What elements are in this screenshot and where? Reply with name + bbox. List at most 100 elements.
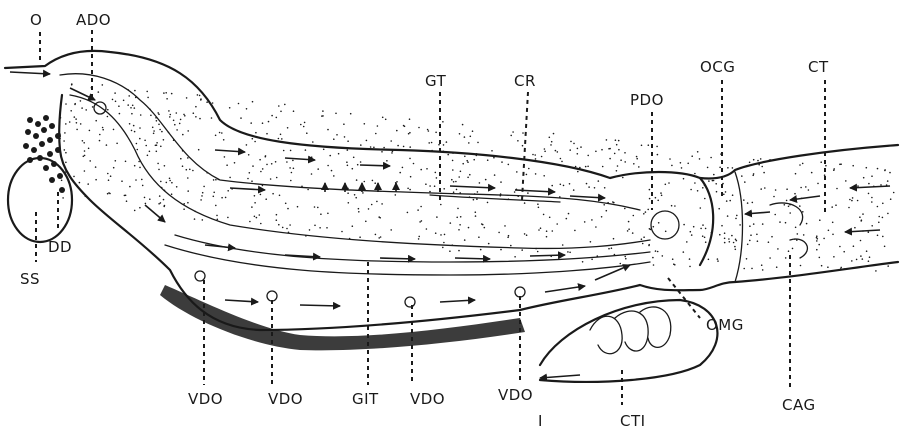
stipple-dot	[314, 225, 316, 227]
stipple-dot	[469, 174, 471, 176]
diagram-labels: O ADO GT CR PDO OCG CT SS DD VDO VDO GIT…	[20, 11, 829, 430]
stipple-dot	[660, 192, 662, 194]
stipple-dot	[364, 181, 366, 183]
stipple-dot	[156, 120, 158, 122]
stipple-dot	[794, 193, 796, 195]
stipple-dot	[225, 197, 227, 199]
stipple-dot	[417, 209, 419, 211]
stipple-dot	[493, 157, 495, 159]
stipple-dot	[374, 182, 376, 184]
stipple-dot	[317, 168, 319, 170]
stipple-dot	[81, 107, 83, 109]
stipple-dot	[751, 268, 753, 270]
stipple-texture	[59, 83, 894, 271]
stipple-dot	[180, 158, 182, 160]
stipple-dot	[442, 121, 444, 123]
stipple-dot	[732, 167, 734, 169]
stipple-dot	[128, 95, 130, 97]
stipple-dot	[524, 202, 526, 204]
stipple-dot	[889, 172, 891, 174]
stipple-dot	[848, 207, 850, 209]
stipple-dot	[884, 246, 886, 248]
stipple-dot	[674, 205, 676, 207]
stipple-dot	[628, 221, 630, 223]
stipple-dot	[187, 202, 189, 204]
stipple-dot	[157, 163, 159, 165]
stipple-dot	[808, 189, 810, 191]
stipple-dot	[749, 225, 751, 227]
stipple-dot	[843, 251, 845, 253]
stipple-dot	[457, 208, 459, 210]
stipple-dot	[283, 150, 285, 152]
stipple-dot	[546, 230, 548, 232]
stipple-dot	[292, 160, 294, 162]
stipple-dot	[276, 117, 278, 119]
stipple-dot	[462, 163, 464, 165]
stipple-dot	[409, 132, 411, 134]
stipple-dot	[642, 243, 644, 245]
stipple-dot	[628, 228, 630, 230]
duct-openings	[94, 102, 679, 307]
stipple-dot	[485, 179, 487, 181]
stipple-dot	[289, 224, 291, 226]
stipple-dot	[522, 145, 524, 147]
stipple-dot	[590, 241, 592, 243]
stipple-dot	[290, 180, 292, 182]
stipple-dot	[84, 155, 86, 157]
stipple-dot	[180, 119, 182, 121]
stipple-dot	[119, 113, 121, 115]
stipple-dot	[729, 200, 731, 202]
stipple-dot	[859, 216, 861, 218]
stipple-dot	[385, 119, 387, 121]
stipple-dot	[473, 199, 475, 201]
stipple-dot	[395, 194, 397, 196]
stipple-dot	[836, 188, 838, 190]
stipple-dot	[757, 160, 759, 162]
stipple-dot	[467, 161, 469, 163]
stipple-dot	[305, 149, 307, 151]
stipple-dot	[179, 123, 181, 125]
stipple-dot	[786, 188, 788, 190]
stipple-dot	[408, 133, 410, 135]
stipple-dot	[403, 146, 405, 148]
stipple-dot	[102, 129, 104, 131]
stipple-dot	[176, 186, 178, 188]
stipple-dot	[624, 208, 626, 210]
stipple-dot	[88, 148, 90, 150]
stipple-dot	[65, 152, 67, 154]
stipple-dot	[749, 240, 751, 242]
stipple-dot	[453, 191, 455, 193]
stipple-dot	[182, 134, 184, 136]
stipple-dot	[747, 202, 749, 204]
stipple-dot	[99, 140, 101, 142]
stipple-dot	[147, 155, 149, 157]
stipple-dot	[147, 97, 149, 99]
stipple-dot	[693, 226, 695, 228]
stipple-dot	[420, 206, 422, 208]
stipple-dot	[877, 235, 879, 237]
stipple-dot	[549, 217, 551, 219]
stipple-dot	[606, 139, 608, 141]
stipple-dot	[702, 235, 704, 237]
stipple-dot	[647, 209, 649, 211]
stipple-dot	[224, 156, 226, 158]
stipple-dot	[771, 236, 773, 238]
stipple-dot	[144, 197, 146, 199]
stipple-dot	[365, 221, 367, 223]
stipple-dot	[376, 201, 378, 203]
stipple-dot	[697, 151, 699, 153]
stipple-dot	[799, 205, 801, 207]
stipple-dot	[884, 169, 886, 171]
stipple-dot	[653, 226, 655, 228]
stipple-dot	[819, 219, 821, 221]
stipple-dot	[700, 207, 702, 209]
stipple-dot	[194, 218, 196, 220]
stipple-dot	[788, 250, 790, 252]
stipple-dot	[215, 135, 217, 137]
stipple-dot	[789, 212, 791, 214]
stipple-dot	[882, 203, 884, 205]
stipple-dot	[569, 183, 571, 185]
stipple-dot	[402, 167, 404, 169]
stipple-dot	[713, 180, 715, 182]
stipple-dot	[689, 266, 691, 268]
